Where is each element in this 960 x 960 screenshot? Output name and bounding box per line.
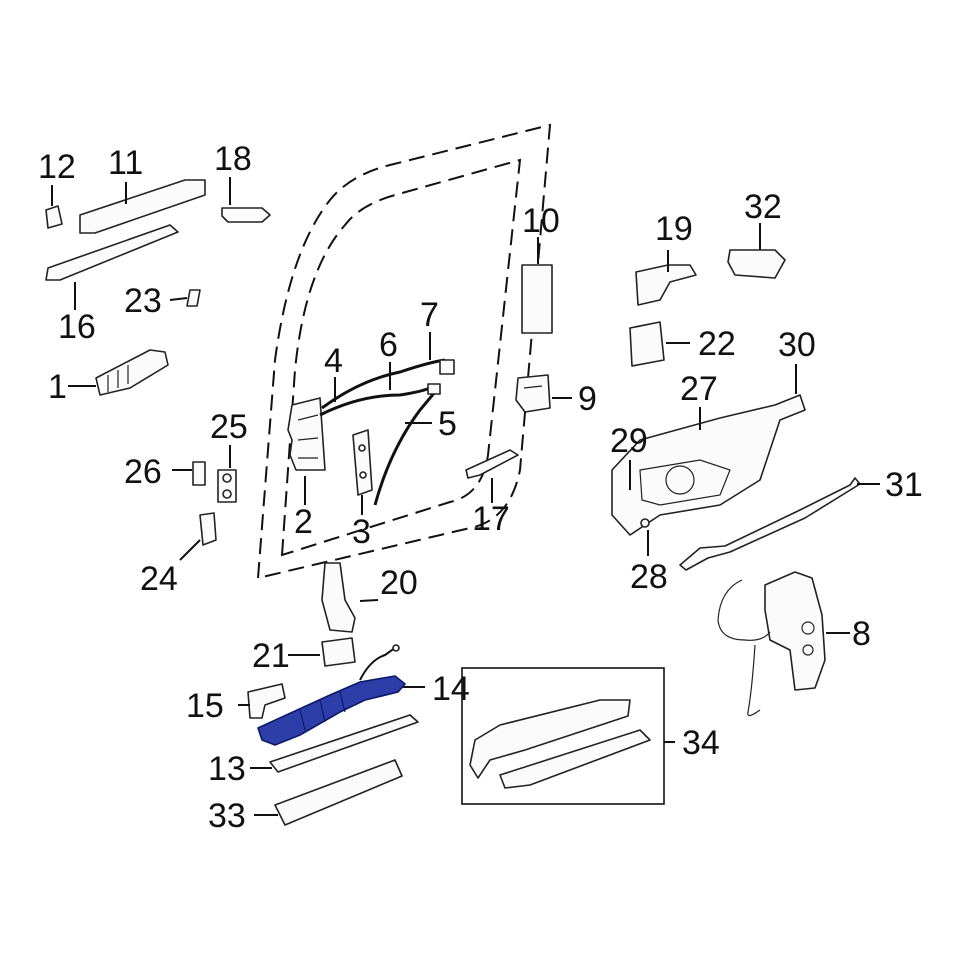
part-15-clip: [247, 683, 286, 719]
part-17-bracket: [465, 449, 519, 479]
part-8-latch: [717, 571, 826, 717]
label-30: 30: [778, 326, 816, 364]
leader-lines: [51, 177, 880, 816]
label-16: 16: [58, 308, 96, 346]
part-32-bracket: [727, 249, 786, 279]
label-23: 23: [124, 282, 162, 320]
label-2: 2: [294, 503, 313, 541]
label-21: 21: [252, 637, 290, 675]
part-26-clip: [192, 461, 206, 486]
label-3: 3: [352, 513, 371, 551]
part-20-bracket: [321, 562, 356, 633]
part-31-rod: [679, 477, 861, 571]
part-33-sill: [274, 759, 403, 826]
label-27: 27: [680, 370, 718, 408]
label-24: 24: [140, 560, 178, 598]
label-6: 6: [379, 326, 398, 364]
door-cables: [319, 358, 455, 506]
label-34: 34: [682, 724, 720, 762]
label-15: 15: [186, 687, 224, 725]
label-9: 9: [578, 380, 597, 418]
label-1: 1: [48, 368, 67, 406]
label-17: 17: [472, 500, 510, 538]
part-27-panel: [611, 394, 806, 536]
part-24-bracket: [199, 512, 217, 546]
part-9-pad: [515, 374, 551, 413]
label-22: 22: [698, 325, 736, 363]
part-34-box: [461, 667, 665, 805]
callout-labels: 12 11 18 16 23 1 25 26 24 2 4 6 7 5 3 10…: [38, 140, 923, 835]
part-14-highlighted-track: [257, 644, 406, 746]
label-33: 33: [208, 797, 246, 835]
part-2-latch: [287, 397, 326, 471]
label-26: 26: [124, 453, 162, 491]
part-11-weatherstrip: [79, 179, 206, 234]
door-outline: [256, 123, 552, 580]
label-4: 4: [324, 342, 343, 380]
label-29: 29: [610, 422, 648, 460]
label-18: 18: [214, 140, 252, 178]
part-19-bracket: [635, 264, 697, 306]
label-8: 8: [852, 615, 871, 653]
part-12-clip: [45, 205, 63, 229]
part-22-pad: [629, 321, 665, 367]
part-10-pad: [521, 264, 553, 334]
label-32: 32: [744, 188, 782, 226]
part-23-pad: [186, 289, 201, 307]
label-19: 19: [655, 210, 693, 248]
part-25-plate: [217, 469, 237, 503]
part-16-strip: [45, 224, 179, 281]
label-5: 5: [438, 405, 457, 443]
label-12: 12: [38, 148, 76, 186]
part-3-bracket: [352, 429, 373, 496]
label-31: 31: [885, 466, 923, 504]
part-13-sill: [269, 714, 419, 773]
label-10: 10: [522, 202, 560, 240]
label-7: 7: [420, 296, 439, 334]
part-1-handle: [95, 349, 169, 396]
part-21-block: [321, 637, 356, 667]
label-20: 20: [380, 564, 418, 602]
label-28: 28: [630, 558, 668, 596]
label-13: 13: [208, 750, 246, 788]
label-11: 11: [108, 144, 143, 182]
label-25: 25: [210, 408, 248, 446]
part-18-bracket: [221, 207, 271, 223]
label-14: 14: [432, 670, 470, 708]
